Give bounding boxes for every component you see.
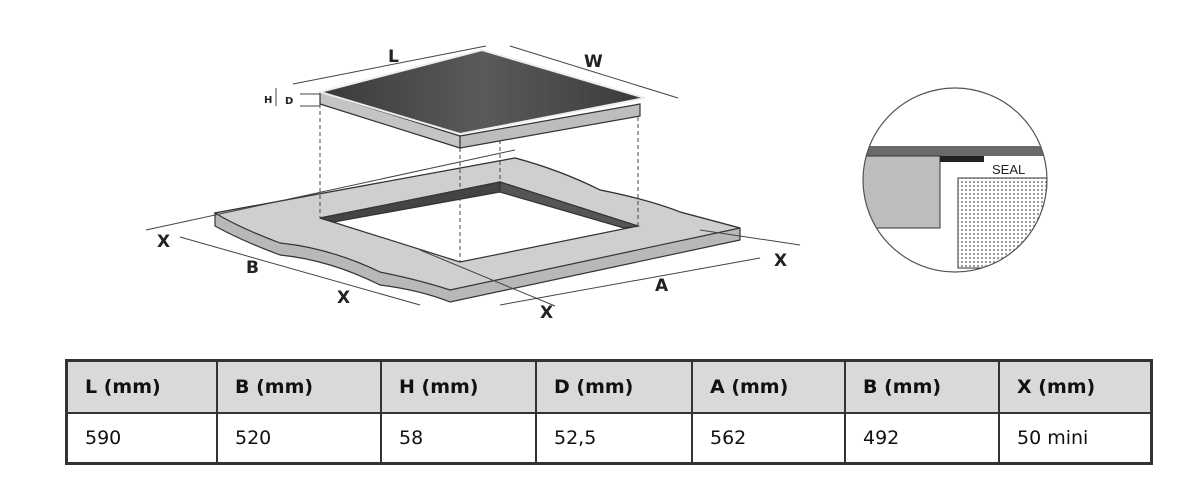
value-h: 58 (380, 412, 537, 465)
header-b2: B (mm) (844, 359, 1000, 414)
label-l: L (388, 47, 399, 67)
label-b: B (246, 258, 259, 278)
installation-diagram: L W H D X B X X A X SEAL (145, 45, 1048, 323)
value-l: 590 (65, 412, 218, 465)
seal-detail: SEAL (862, 87, 1048, 273)
header-x: X (mm) (998, 359, 1153, 414)
header-l: L (mm) (65, 359, 218, 414)
label-x-right: X (774, 251, 787, 271)
table-row: 590 520 58 52,5 562 492 50 mini (65, 412, 1153, 465)
label-d: D (285, 96, 293, 107)
table-header-row: L (mm) B (mm) H (mm) D (mm) A (mm) B (mm… (65, 359, 1153, 414)
label-x-bottom-left: X (337, 288, 350, 308)
dimension-lines (145, 45, 801, 307)
value-d: 52,5 (535, 412, 693, 465)
value-b: 520 (216, 412, 382, 465)
value-a: 562 (691, 412, 846, 465)
dimensions-table: L (mm) B (mm) H (mm) D (mm) A (mm) B (mm… (65, 359, 1153, 465)
label-x-left: X (157, 232, 170, 252)
header-h: H (mm) (380, 359, 537, 414)
countertop (213, 157, 741, 303)
hob (316, 48, 646, 149)
value-x: 50 mini (998, 412, 1153, 465)
header-d: D (mm) (535, 359, 693, 414)
projection-lines (319, 104, 639, 262)
header-a: A (mm) (691, 359, 846, 414)
label-a: A (655, 276, 669, 296)
label-w: W (584, 52, 603, 72)
value-b2: 492 (844, 412, 1000, 465)
label-seal: SEAL (992, 162, 1025, 177)
label-x-bottom: X (540, 303, 553, 323)
header-b: B (mm) (216, 359, 382, 414)
label-h: H (264, 95, 272, 106)
